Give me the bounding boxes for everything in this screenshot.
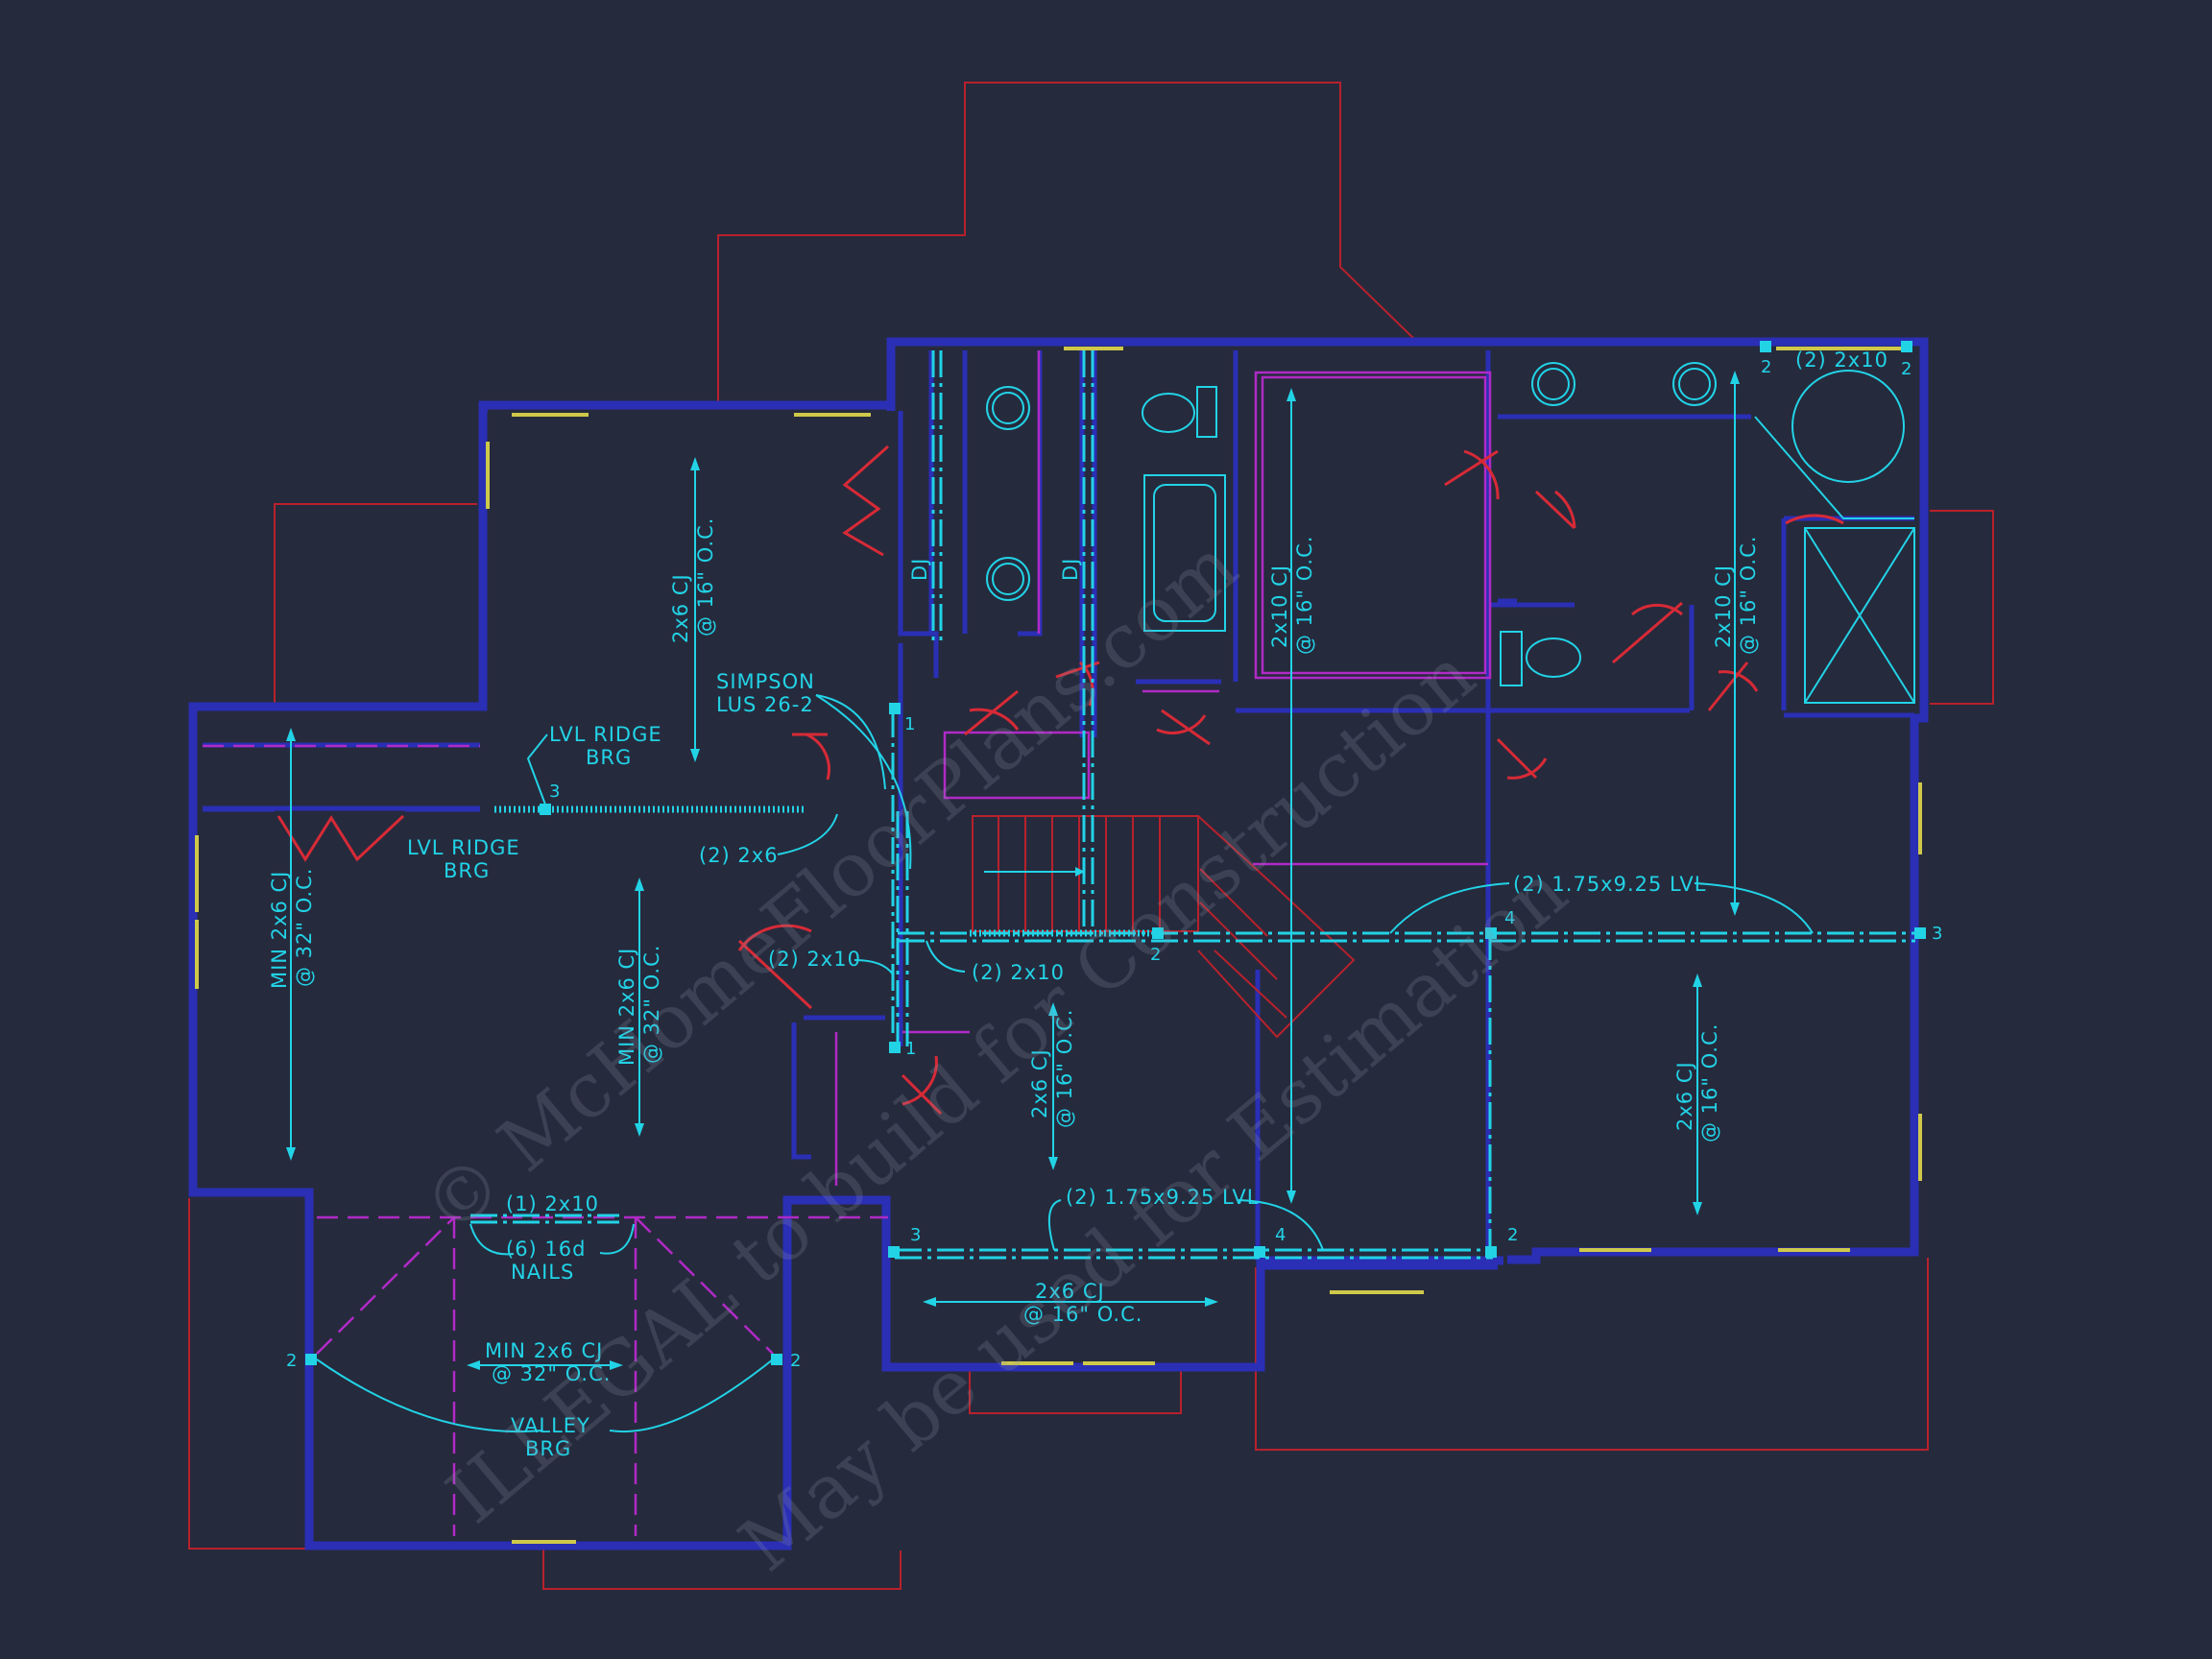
note-two-2x10-mid: (2) 2x10 [972,961,1065,984]
note-simpson-2: LUS 26-2 [716,693,814,716]
roof-outline [188,82,1994,1590]
watermark: © McHomeFloorPlans.com ILLEGAL to build … [407,522,1583,1588]
note-one-2x10: (1) 2x10 [506,1192,599,1215]
post-number: 3 [549,781,560,802]
post-number: 2 [1507,1225,1518,1245]
span-arrows [286,371,1740,1370]
note-lvl-beam-lower: (2) 1.75x9.25 LVL [1066,1186,1260,1209]
note-cj-2x6-16-b-2: @ 16" O.C. [1053,1009,1076,1128]
note-lvl-ridge-bot-2: BRG [444,859,490,882]
structural-notes: 2x6 CJ @ 16" O.C. MIN 2x6 CJ @ 32" O.C. … [268,349,1888,1460]
doors [276,445,1844,1116]
note-cj-2x10-16-b-2: @ 16" O.C. [1737,536,1760,655]
beams [470,350,1915,1260]
note-two-2x10-left: (2) 2x10 [768,948,861,971]
leaders [316,694,1814,1433]
post-number: 2 [1150,945,1161,965]
note-cj-2x6-16-c-1: 2x6 CJ [1673,1061,1696,1131]
post-number: 1 [905,1039,916,1059]
note-min-2x6-32-porch-2: @ 32" O.C. [492,1362,611,1385]
note-cj-2x10-16-a-1: 2x10 CJ [1268,565,1291,648]
note-min-2x6-32-left-1: MIN 2x6 CJ [268,871,291,989]
post-number: 2 [790,1351,801,1371]
note-simpson-1: SIMPSON [716,670,815,693]
post-numbers: 1 3 2 1 4 3 3 4 2 2 2 2 2 [286,357,1942,1371]
post-number: 2 [286,1351,297,1371]
post-number: 3 [910,1225,921,1245]
fixtures [986,362,1915,704]
note-cj-2x6-16-a-2: @ 16" O.C. [694,517,717,637]
note-lvl-ridge-top-2: BRG [586,746,632,769]
note-lvl-ridge-top-1: LVL RIDGE [549,723,662,746]
note-min-2x6-32-porch-1: MIN 2x6 CJ [485,1339,603,1362]
windows [195,347,1922,1544]
post-number: 4 [1275,1225,1286,1245]
note-cj-2x10-16-b-1: 2x10 CJ [1712,565,1735,648]
post-number: 2 [1901,359,1911,379]
note-lvl-ridge-bot-1: LVL RIDGE [407,836,520,859]
note-lvl-beam-upper: (2) 1.75x9.25 LVL [1513,873,1707,896]
note-dj-right: DJ [1059,558,1082,581]
note-cj-2x6-16-b-1: 2x6 CJ [1028,1048,1051,1118]
post-number: 2 [1761,357,1771,377]
note-min-2x6-32-mid-2: @ 32" O.C. [640,945,663,1064]
note-cj-2x10-16-a-2: @ 16" O.C. [1293,536,1316,655]
note-cj-2x6-16-a-1: 2x6 CJ [669,573,692,643]
post-number: 4 [1504,908,1515,928]
note-two-2x6: (2) 2x6 [699,844,779,867]
note-nails-1: (6) 16d [506,1238,586,1261]
note-cj-2x6-16-c-2: @ 16" O.C. [1698,1023,1721,1142]
note-cj-2x6-16-bottom-2: @ 16" O.C. [1023,1303,1142,1326]
note-min-2x6-32-mid-1: MIN 2x6 CJ [615,948,638,1066]
note-two-2x10-top: (2) 2x10 [1795,349,1888,372]
note-cj-2x6-16-bottom-1: 2x6 CJ [1035,1280,1105,1303]
note-dj-left: DJ [908,558,931,581]
note-valley-brg-1: VALLEY [511,1414,590,1437]
ceiling-lines [203,350,1492,1536]
note-min-2x6-32-left-2: @ 32" O.C. [293,868,316,987]
posts [305,341,1926,1365]
post-number: 3 [1932,924,1942,944]
note-nails-2: NAILS [511,1261,574,1284]
note-valley-brg-2: BRG [525,1437,571,1460]
post-number: 1 [904,714,915,734]
